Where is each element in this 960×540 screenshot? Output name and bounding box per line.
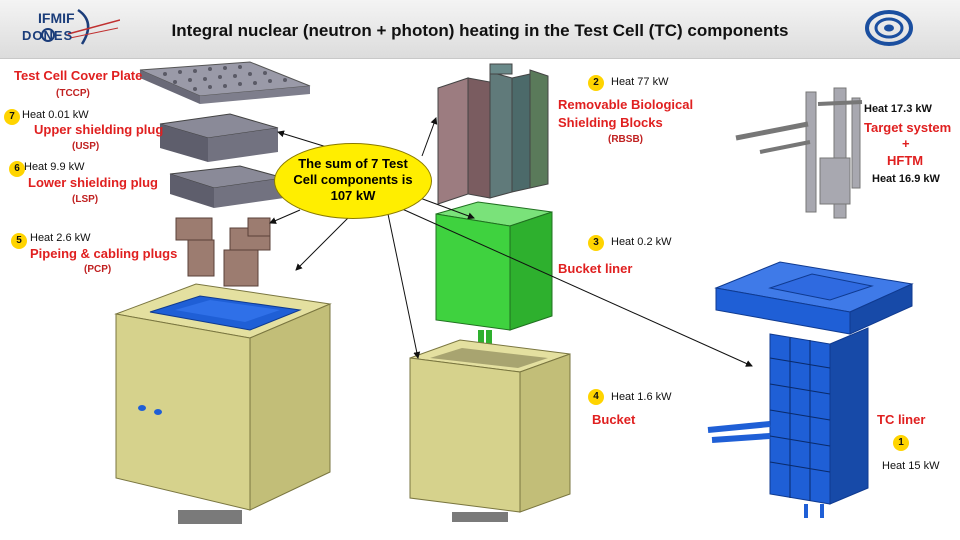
ring-logo-icon bbox=[865, 10, 913, 46]
usp-label: Upper shielding plug bbox=[34, 122, 164, 137]
pcp-abbr: (PCP) bbox=[84, 264, 112, 275]
bucket-label: Bucket bbox=[592, 412, 636, 427]
bucket-liner-heat: Heat 0.2 kW bbox=[611, 236, 672, 248]
lsp-heat: Heat 9.9 kW bbox=[24, 161, 85, 173]
usp-block bbox=[159, 113, 279, 162]
badge-4: 4 bbox=[588, 389, 604, 405]
logo-text-dones: DONES bbox=[22, 28, 74, 43]
components-illustration bbox=[114, 61, 914, 524]
summary-line-1: The sum of 7 Test bbox=[298, 156, 408, 171]
rbsb-abbr: (RBSB) bbox=[608, 134, 643, 145]
badge-2: 2 bbox=[588, 75, 604, 91]
tccp-abbr: (TCCP) bbox=[56, 88, 90, 99]
ifmif-dones-logo: IFMIF DONES bbox=[8, 4, 121, 48]
tc-liner-label: TC liner bbox=[877, 412, 926, 427]
pcp-label: Pipeing & cabling plugs bbox=[30, 246, 178, 261]
target-heat: Heat 17.3 kW bbox=[864, 103, 932, 115]
rbsb-label-line-2: Shielding Blocks bbox=[558, 115, 663, 130]
test-cell-block bbox=[114, 283, 332, 524]
summary-line-2: Cell components is bbox=[293, 172, 413, 187]
pcp-plugs bbox=[175, 217, 271, 287]
bucket-heat: Heat 1.6 kW bbox=[611, 391, 672, 403]
tccp-plate bbox=[139, 61, 311, 104]
target-plus: + bbox=[902, 136, 910, 151]
summary-bubble: The sum of 7 Test Cell components is 107… bbox=[274, 143, 432, 219]
rbsb-blocks bbox=[437, 63, 549, 205]
bucket-liner bbox=[435, 201, 553, 350]
badge-5: 5 bbox=[11, 233, 27, 249]
page-title: Integral nuclear (neutron + photon) heat… bbox=[171, 21, 789, 40]
tc-liner bbox=[707, 261, 914, 518]
lsp-block bbox=[169, 165, 285, 208]
rbsb-heat: Heat 77 kW bbox=[611, 76, 669, 88]
logo-text-ifmif: IFMIF bbox=[38, 10, 75, 26]
lsp-label: Lower shielding plug bbox=[28, 175, 158, 190]
tc-liner-heat: Heat 15 kW bbox=[882, 460, 940, 472]
hftm-label: HFTM bbox=[887, 153, 924, 168]
logo-swoosh-icon bbox=[41, 8, 121, 45]
organization-logo bbox=[862, 6, 916, 50]
tccp-label: Test Cell Cover Plate bbox=[14, 68, 143, 83]
pcp-heat: Heat 2.6 kW bbox=[30, 232, 91, 244]
diagram-area: The sum of 7 Test Cell components is 107… bbox=[0, 58, 960, 540]
summary-line-3: 107 kW bbox=[330, 188, 376, 203]
badge-1: 1 bbox=[893, 435, 909, 451]
usp-heat: Heat 0.01 kW bbox=[22, 109, 89, 121]
hftm-heat: Heat 16.9 kW bbox=[872, 173, 940, 185]
usp-abbr: (USP) bbox=[72, 141, 100, 152]
target-label: Target system bbox=[864, 120, 952, 135]
badge-6: 6 bbox=[9, 161, 25, 177]
badge-7: 7 bbox=[4, 109, 20, 125]
slide-header: IFMIF DONES Integral nuclear (neutron + … bbox=[0, 0, 960, 59]
bucket-liner-label: Bucket liner bbox=[558, 261, 633, 276]
target-hftm-assembly bbox=[735, 87, 863, 219]
rbsb-label-line-1: Removable Biological bbox=[558, 97, 694, 112]
bucket bbox=[409, 339, 571, 522]
badge-3: 3 bbox=[588, 235, 604, 251]
lsp-abbr: (LSP) bbox=[72, 194, 99, 205]
